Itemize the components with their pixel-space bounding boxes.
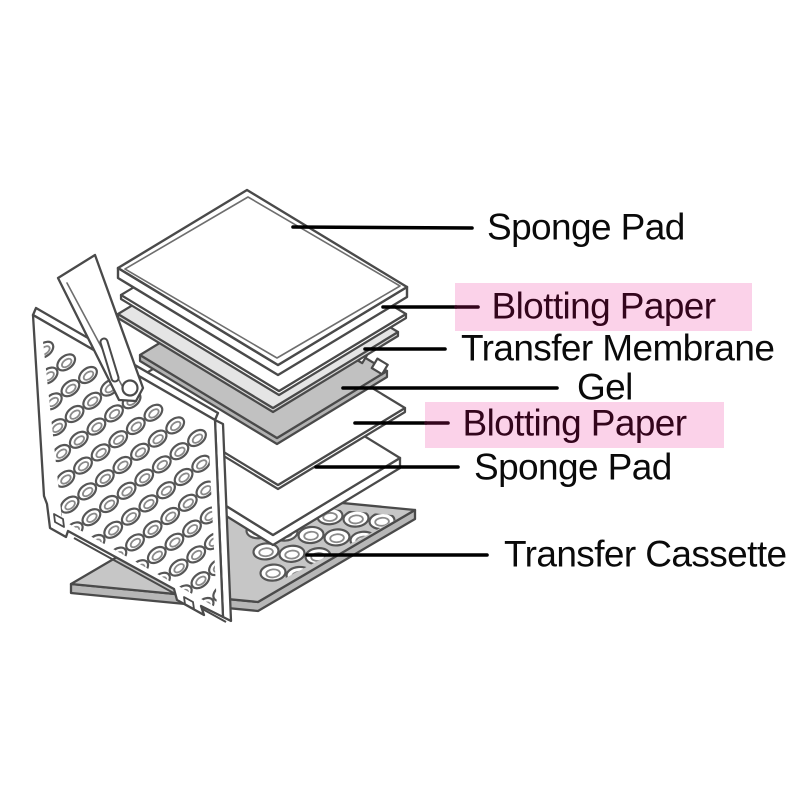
leader-lines [291, 225, 559, 557]
highlight-blotting-paper-bottom [425, 402, 724, 448]
label-highlights [425, 283, 752, 448]
label-transfer-membrane: Transfer Membrane [461, 327, 775, 369]
label-blotting-paper-top: Blotting Paper [491, 285, 716, 327]
label-transfer-cassette: Transfer Cassette [504, 533, 787, 575]
leader-sponge-pad-top [291, 225, 474, 230]
label-gel: Gel [577, 366, 633, 408]
sponge-pad-top-shape [116, 188, 409, 377]
label-sponge-pad-top: Sponge Pad [487, 206, 685, 248]
highlight-blotting-paper-top [455, 283, 752, 331]
label-sponge-pad-bottom: Sponge Pad [474, 446, 672, 488]
label-blotting-paper-bottom: Blotting Paper [462, 402, 687, 444]
latch-strap-shape [56, 253, 145, 403]
